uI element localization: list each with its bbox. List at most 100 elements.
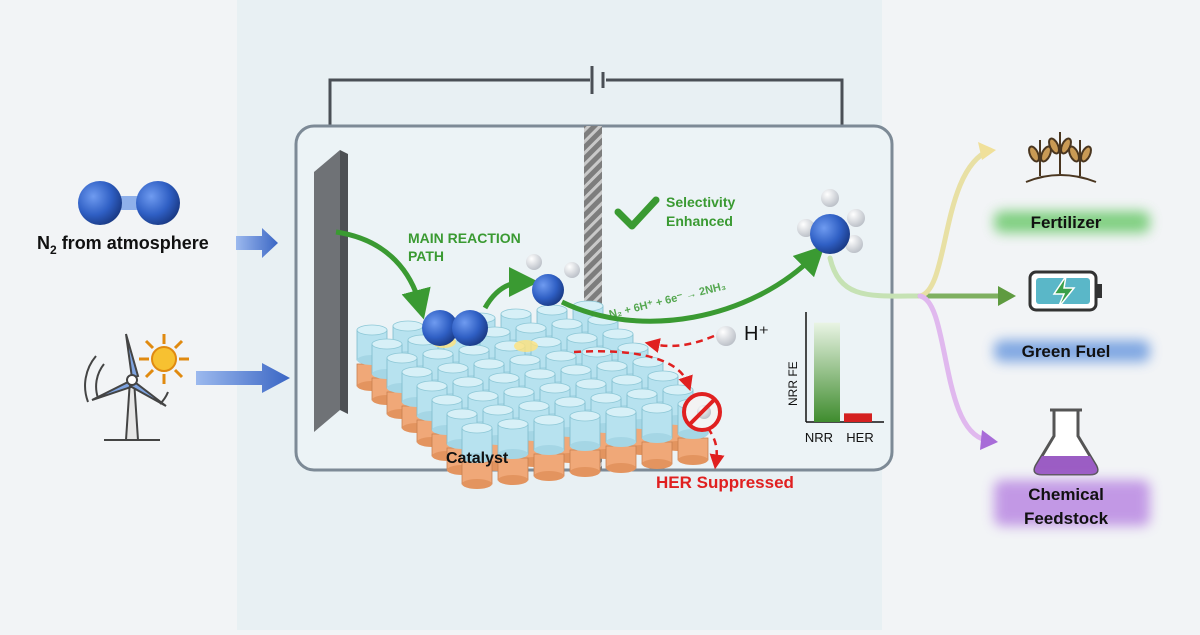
- nh-intermediate: [526, 254, 580, 306]
- catalyst-cell-top: [551, 318, 583, 330]
- catalyst-cell-top: [602, 328, 634, 340]
- catalyst-cell-top: [437, 362, 469, 374]
- chart-x-tick-label: NRR: [805, 430, 833, 445]
- catalyst-base-cell-bottom: [642, 459, 672, 469]
- selectivity-label-line2: Enhanced: [666, 213, 733, 229]
- catalyst-cell-top: [482, 404, 514, 416]
- fertilizer-branch-arrowhead: [978, 142, 996, 160]
- catalyst-cell-top: [539, 382, 571, 394]
- catalyst-cell-top: [416, 380, 448, 392]
- catalyst-cell-top: [452, 376, 484, 388]
- catalyst-cell-bottom: [498, 449, 528, 459]
- catalyst-cell-top: [560, 364, 592, 376]
- nh3-molecule: [797, 189, 865, 254]
- n2-source-label: N2 from atmosphere: [37, 233, 209, 257]
- catalyst-cell-top: [401, 366, 433, 378]
- her-dashed-arrow-left: [644, 334, 715, 353]
- catalyst-base-cell-bottom: [534, 471, 564, 481]
- catalyst-cell-bottom: [534, 445, 564, 455]
- catalyst-cell-top: [533, 414, 565, 426]
- feedstock-branch-arrowhead: [980, 430, 998, 450]
- catalyst-cell-top: [458, 344, 490, 356]
- n2-input-arrow: [236, 228, 278, 258]
- main-path-arrow-right: [560, 245, 825, 324]
- sun-icon: [139, 334, 189, 384]
- output-label-glow: [994, 340, 1150, 362]
- catalyst-cell-top: [473, 358, 505, 370]
- electrode-plate: [314, 150, 348, 432]
- catalyst-cell-top: [596, 360, 628, 372]
- catalyst-base-cell-bottom: [498, 475, 528, 485]
- catalyst-cell-top: [386, 352, 418, 364]
- catalyst-cell-top: [497, 418, 529, 430]
- proton-sphere: [716, 326, 736, 346]
- catalyst-cell-bottom: [462, 453, 492, 463]
- active-site-glow: [514, 340, 538, 352]
- output-label: Green Fuel: [1022, 342, 1111, 361]
- output-label: Chemical: [1028, 485, 1104, 504]
- catalyst-cell-bottom: [606, 437, 636, 447]
- main-path-arrow-up: [482, 267, 539, 310]
- n2-molecule-adsorbed: [422, 310, 488, 346]
- catalyst-label: Catalyst: [446, 450, 509, 467]
- catalyst-cell-top: [461, 422, 493, 434]
- proton-label: H⁺: [744, 323, 769, 345]
- catalyst-cell-top: [488, 372, 520, 384]
- external-circuit: [328, 66, 844, 130]
- catalyst-cell-top: [554, 396, 586, 408]
- catalyst-cell-bottom: [642, 433, 672, 443]
- output-label: Feedstock: [1024, 509, 1109, 528]
- catalyst-cell-top: [500, 308, 532, 320]
- check-icon: [614, 196, 660, 230]
- catalyst-base-cell-bottom: [570, 467, 600, 477]
- output-label-glow: [994, 211, 1150, 233]
- catalyst-cell-top: [605, 406, 637, 418]
- flask-icon: [1033, 408, 1099, 476]
- wheat-icon: [1025, 132, 1097, 183]
- her-dashed-arrow-out: [706, 427, 725, 470]
- catalyst-base-cell-bottom: [462, 479, 492, 489]
- fuel-branch-arrowhead: [998, 286, 1016, 306]
- fe-bar-chart: NRR FE NRR HER: [786, 312, 884, 445]
- catalyst-array: [356, 300, 709, 489]
- n2-input-molecule: [78, 181, 180, 225]
- catalyst-cell-top: [524, 368, 556, 380]
- catalyst-cell-top: [392, 320, 424, 332]
- catalyst-cell-top: [569, 410, 601, 422]
- main-path-label-line1: MAIN REACTION: [408, 230, 521, 246]
- catalyst-cell-top: [626, 388, 658, 400]
- prohibited-icon: [682, 392, 722, 432]
- main-path-arrow-down: [335, 229, 431, 320]
- catalyst-cell-top: [566, 332, 598, 344]
- her-suppressed-label: HER Suppressed: [656, 473, 794, 492]
- chart-x-tick-label: HER: [846, 430, 873, 445]
- output-branch: [827, 147, 1003, 443]
- bar-nrr: [814, 322, 840, 422]
- catalyst-cell-top: [515, 322, 547, 334]
- catalyst-cell-top: [422, 348, 454, 360]
- selectivity-label-line1: Selectivity: [666, 194, 735, 210]
- chart-y-label: NRR FE: [786, 361, 800, 406]
- catalyst-cell-top: [356, 324, 388, 336]
- catalyst-cell-top: [647, 370, 679, 382]
- battery-icon: [1028, 270, 1102, 312]
- catalyst-cell-top: [431, 394, 463, 406]
- catalyst-cell-top: [371, 338, 403, 350]
- catalyst-cell-top: [518, 400, 550, 412]
- catalyst-cell-top: [575, 378, 607, 390]
- bar-her: [844, 413, 872, 422]
- output-label: Fertilizer: [1031, 213, 1102, 232]
- catalyst-cell-top: [641, 402, 673, 414]
- main-path-label-line2: PATH: [408, 248, 444, 264]
- catalyst-cell-top: [662, 384, 694, 396]
- catalyst-cell-top: [590, 392, 622, 404]
- output-label-glow: [994, 480, 1150, 526]
- catalyst-cell-bottom: [570, 441, 600, 451]
- catalyst-cell-top: [611, 374, 643, 386]
- catalyst-cell-top: [545, 350, 577, 362]
- catalyst-cell-top: [509, 354, 541, 366]
- catalyst-base-cell-bottom: [678, 455, 708, 465]
